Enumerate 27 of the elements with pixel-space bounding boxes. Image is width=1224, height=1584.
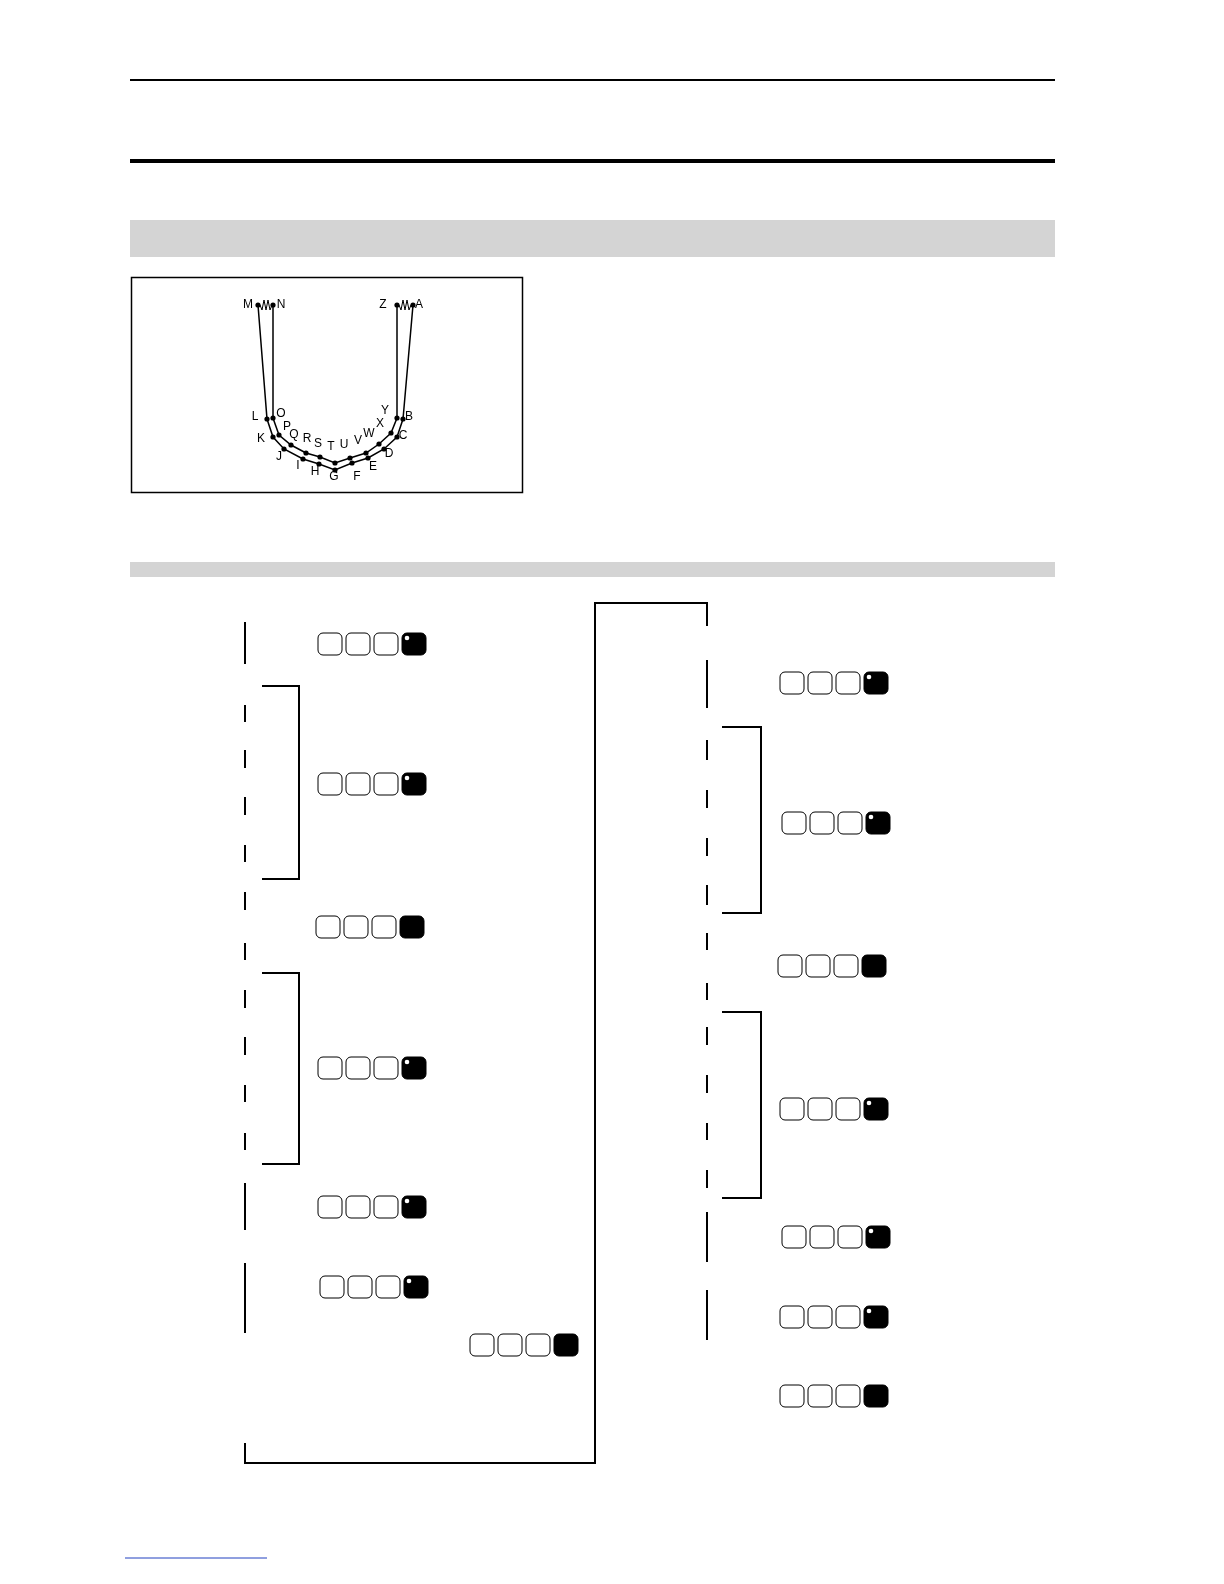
- section-bar: [130, 220, 1055, 257]
- point-label: A: [415, 298, 423, 310]
- point-label: L: [251, 410, 259, 422]
- point-label: M: [243, 298, 253, 310]
- point-label: K: [257, 432, 265, 444]
- point-label: F: [353, 470, 361, 482]
- point-label: Y: [381, 404, 389, 416]
- point-label: O: [276, 407, 286, 419]
- point-label: Q: [289, 428, 299, 440]
- point-label: U: [339, 438, 349, 450]
- point-label: Z: [379, 298, 387, 310]
- point-label: P: [283, 420, 291, 432]
- point-label: J: [276, 450, 282, 462]
- point-label: T: [327, 440, 335, 452]
- point-label: W: [363, 427, 375, 439]
- point-label: C: [398, 429, 408, 441]
- point-label: N: [276, 298, 286, 310]
- point-label: I: [296, 459, 300, 471]
- section-bar: [130, 562, 1055, 577]
- point-label: R: [302, 432, 312, 444]
- point-label: H: [310, 465, 320, 477]
- point-label: E: [369, 460, 377, 472]
- point-label: X: [376, 417, 384, 429]
- point-label: S: [314, 437, 322, 449]
- point-label: D: [384, 447, 394, 459]
- point-label: B: [405, 410, 413, 422]
- point-label: V: [354, 434, 362, 446]
